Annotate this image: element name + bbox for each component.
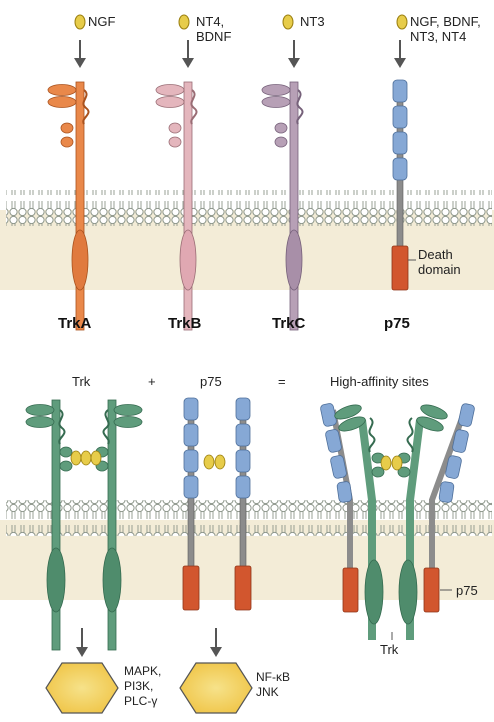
trkc-name: TrkC bbox=[272, 316, 305, 331]
p75-ligand-label: NGF, BDNF, NT3, NT4 bbox=[410, 14, 481, 44]
complex-p75-label: p75 bbox=[456, 583, 478, 598]
p75-signaling bbox=[180, 628, 252, 713]
bottom-membrane bbox=[6, 500, 492, 536]
ngf-ligand-icon bbox=[75, 15, 85, 29]
trkb-name: TrkB bbox=[168, 316, 201, 331]
p75-name: p75 bbox=[384, 316, 410, 331]
trka-ligand-label: NGF bbox=[88, 14, 115, 29]
nt3-ligand-icon bbox=[283, 15, 293, 29]
hexagon-icon bbox=[180, 663, 252, 713]
equation-equals: = bbox=[278, 374, 286, 389]
death-domain bbox=[392, 246, 408, 290]
death-domain-label: Death domain bbox=[418, 247, 461, 277]
equation-trk: Trk bbox=[72, 374, 90, 389]
trk-signaling-text: MAPK, PI3K, PLC-γ bbox=[124, 664, 161, 709]
trkb-ligand-label: NT4, BDNF bbox=[196, 14, 231, 44]
equation-plus: + bbox=[148, 374, 156, 389]
nt4-bdnf-ligand-icon bbox=[179, 15, 189, 29]
hexagon-icon bbox=[46, 663, 118, 713]
trka-name: TrkA bbox=[58, 316, 91, 331]
complex-trk-label: Trk bbox=[380, 642, 398, 657]
p75-ligands-icon bbox=[397, 15, 407, 29]
p75-signaling-text: NF-κB JNK bbox=[256, 670, 290, 700]
equation-p75: p75 bbox=[200, 374, 222, 389]
high-affinity-title: High-affinity sites bbox=[330, 374, 429, 389]
trkc-ligand-label: NT3 bbox=[300, 14, 325, 29]
